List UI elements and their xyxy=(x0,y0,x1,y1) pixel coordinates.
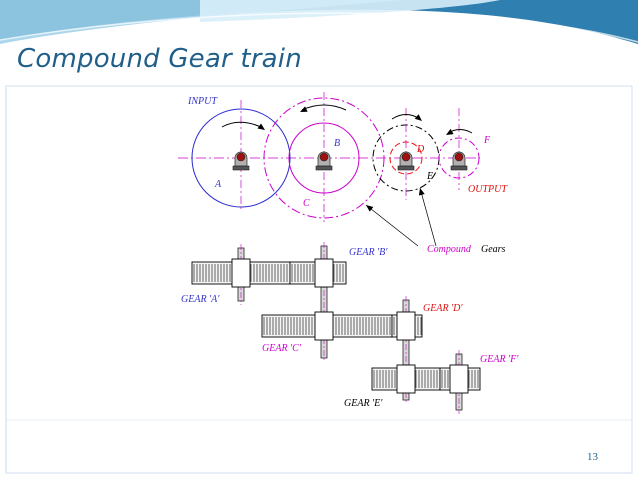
gear-a-hub xyxy=(231,258,251,288)
gear-f-side-label: GEAR 'F' xyxy=(480,354,519,365)
gear-d-hub xyxy=(396,311,416,341)
banner-wave-line xyxy=(0,12,638,43)
rotation-arrowhead-f xyxy=(446,128,454,135)
callout-arrowhead-c xyxy=(366,205,374,212)
bearing-f-base xyxy=(450,165,468,171)
gear-c-circle xyxy=(263,97,385,219)
gear-e-label: E xyxy=(426,171,433,182)
gear-f-hub xyxy=(449,364,469,394)
compound-word-label: Compound xyxy=(427,244,472,255)
rotation-arrowhead-de xyxy=(414,114,422,121)
gear-b-side-label: GEAR 'B' xyxy=(349,247,388,258)
bearing-a-shaft xyxy=(236,152,246,162)
bearing-de-base xyxy=(397,165,415,171)
input-label: INPUT xyxy=(187,96,218,107)
gear-c-side-label: GEAR 'C' xyxy=(262,343,302,354)
top-banner-highlight xyxy=(200,0,500,22)
callout-arrowhead-e xyxy=(418,188,425,196)
bearing-f-shaft xyxy=(454,152,464,162)
gear-d-side-label: GEAR 'D' xyxy=(423,303,463,314)
gear-c-label: C xyxy=(303,198,310,209)
page-number: 13 xyxy=(587,451,598,463)
gear-e-hub xyxy=(396,364,416,394)
gear-e-side-label: GEAR 'E' xyxy=(344,398,383,409)
gear-f-label: F xyxy=(483,135,491,146)
rotation-arrowhead-a xyxy=(257,123,265,130)
bearing-bc-shaft xyxy=(319,152,329,162)
slide-title: Compound Gear train xyxy=(17,44,302,74)
gear-b-hub xyxy=(314,258,334,288)
callout-line-c xyxy=(365,204,419,247)
bearing-de-shaft xyxy=(401,152,411,162)
gear-a-side-label: GEAR 'A' xyxy=(181,294,220,305)
top-banner-light xyxy=(0,0,400,44)
rotation-arrow-a xyxy=(221,121,264,129)
gear-c-hub xyxy=(314,311,334,341)
rotation-arrowhead-bc xyxy=(300,106,308,112)
gear-d-label: D xyxy=(416,144,425,155)
gears-word-label: Gears xyxy=(481,244,506,255)
gear-b-label: B xyxy=(334,138,340,149)
output-label: OUTPUT xyxy=(468,184,508,195)
bearing-a-base xyxy=(232,165,250,171)
gear-a-label: A xyxy=(214,179,222,190)
bearing-bc-base xyxy=(315,165,333,171)
callout-line-e xyxy=(419,187,437,247)
